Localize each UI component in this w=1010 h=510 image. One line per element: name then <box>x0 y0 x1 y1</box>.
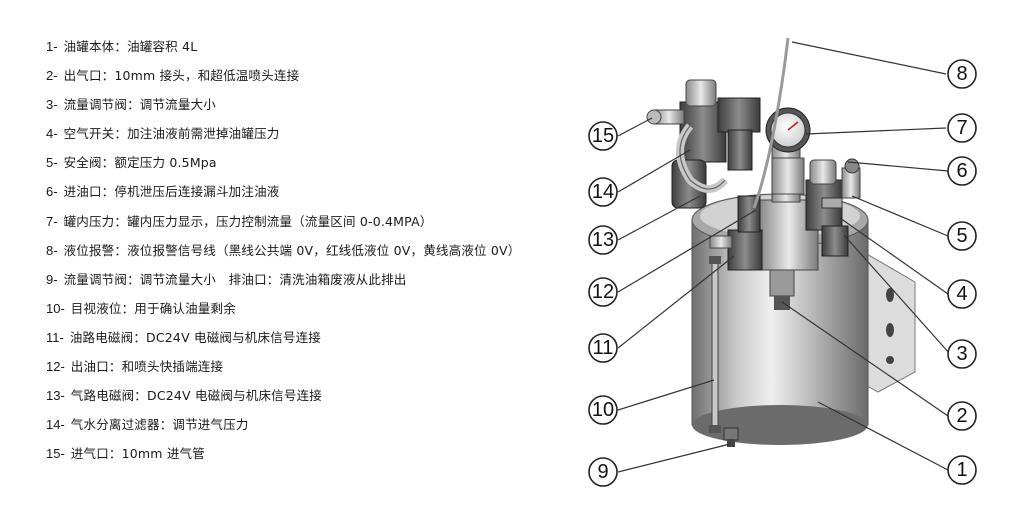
legend-text: 罐内压力：罐内压力显示，压力控制流量（流量区间 0-0.4MPA） <box>63 213 433 229</box>
legend-item-3: 3- 流量调节阀：调节流量大小 <box>46 94 586 123</box>
legend-text: 油路电磁阀：DC24V 电磁阀与机床信号连接 <box>69 329 322 345</box>
legend-item-14: 14- 气水分离过滤器：调节进气压力 <box>46 414 586 443</box>
legend-text: 出气口：10mm 接头，和超低温喷头连接 <box>63 68 300 84</box>
callout-8: 8 <box>947 59 977 89</box>
callout-12: 12 <box>588 277 618 307</box>
legend-list: 1- 油罐本体：油罐容积 4L 2- 出气口：10mm 接头，和超低温喷头连接 3-… <box>46 36 586 472</box>
legend-item-7: 7- 罐内压力：罐内压力显示，压力控制流量（流量区间 0-0.4MPA） <box>46 211 586 240</box>
svg-text:4: 4 <box>956 283 967 305</box>
legend-item-6: 6- 进油口：停机泄压后连接漏斗加注油液 <box>46 181 586 210</box>
svg-text:10: 10 <box>592 399 614 421</box>
legend-item-10: 10- 目视液位：用于确认油量剩余 <box>46 298 586 327</box>
legend-number: 8- <box>46 242 58 258</box>
callout-6: 6 <box>947 156 977 186</box>
svg-text:5: 5 <box>956 225 967 247</box>
legend-text: 安全阀：额定压力 0.5Mpa <box>63 155 217 171</box>
legend-text: 气水分离过滤器：调节进气压力 <box>70 417 249 433</box>
callout-2: 2 <box>947 401 977 431</box>
svg-text:14: 14 <box>592 181 614 203</box>
legend-number: 2- <box>46 68 58 84</box>
svg-text:2: 2 <box>956 405 967 427</box>
legend-item-4: 4- 空气开关：加注油液前需泄掉油罐压力 <box>46 123 586 152</box>
legend-number: 9- <box>46 271 58 287</box>
svg-text:7: 7 <box>956 117 967 139</box>
legend-text: 出油口：和喷头快插端连接 <box>70 359 224 375</box>
legend-text: 空气开关：加注油液前需泄掉油罐压力 <box>63 126 280 142</box>
leader-lines <box>617 41 951 473</box>
legend-number: 14- <box>46 417 65 433</box>
callout-4: 4 <box>947 279 977 309</box>
legend-number: 3- <box>46 97 58 113</box>
svg-text:1: 1 <box>956 459 967 481</box>
callout-11: 11 <box>588 333 618 363</box>
callout-15: 15 <box>588 121 618 151</box>
legend-item-11: 11- 油路电磁阀：DC24V 电磁阀与机床信号连接 <box>46 327 586 356</box>
callout-7: 7 <box>947 113 977 143</box>
callout-10: 10 <box>588 395 618 425</box>
legend-item-12: 12- 出油口：和喷头快插端连接 <box>46 356 586 385</box>
legend-number: 5- <box>46 155 58 171</box>
callout-9: 9 <box>588 457 618 487</box>
legend-number: 1- <box>46 39 58 54</box>
legend-number: 7- <box>46 213 58 229</box>
legend-item-13: 13- 气路电磁阀：DC24V 电磁阀与机床信号连接 <box>46 385 586 414</box>
svg-text:11: 11 <box>593 337 614 359</box>
legend-text: 流量调节阀：调节流量大小 <box>63 97 216 113</box>
sight-level-tube <box>709 256 721 433</box>
legend-item-2: 2- 出气口：10mm 接头，和超低温喷头连接 <box>46 65 586 94</box>
svg-text:8: 8 <box>956 63 967 85</box>
oil-tank-diagram: 1 2 3 4 5 6 7 8 9 10 11 12 13 14 15 <box>588 37 977 487</box>
mounting-bracket <box>859 249 916 393</box>
legend-text: 流量调节阀：调节流量大小 排油口：清洗油箱废液从此排出 <box>63 271 407 287</box>
drain-valve <box>723 427 739 447</box>
legend-item-15: 15- 进气口：10mm 进气管 <box>46 443 586 472</box>
legend-text: 进气口：10mm 进气管 <box>70 446 205 462</box>
legend-text: 油罐本体：油罐容积 4L <box>63 39 198 54</box>
legend-item-5: 5- 安全阀：额定压力 0.5Mpa <box>46 152 586 181</box>
legend-text: 气路电磁阀：DC24V 电磁阀与机床信号连接 <box>70 388 322 404</box>
svg-text:12: 12 <box>592 281 614 303</box>
svg-text:15: 15 <box>592 125 614 147</box>
legend-number: 12- <box>46 359 65 375</box>
legend-item-9: 9- 流量调节阀：调节流量大小 排油口：清洗油箱废液从此排出 <box>46 269 586 298</box>
callout-5: 5 <box>947 221 977 251</box>
legend-item-1: 1- 油罐本体：油罐容积 4L <box>46 36 586 65</box>
callout-13: 13 <box>588 225 618 255</box>
legend-number: 4- <box>46 126 58 142</box>
legend-number: 6- <box>46 184 58 200</box>
callout-14: 14 <box>588 177 618 207</box>
callout-1: 1 <box>947 455 977 485</box>
legend-number: 11- <box>46 329 64 345</box>
valve-assembly <box>646 37 861 310</box>
legend-number: 13- <box>46 388 65 404</box>
legend-number: 15- <box>46 446 65 462</box>
legend-item-8: 8- 液位报警：液位报警信号线（黑线公共端 0V，红线低液位 0V，黄线高液位 0… <box>46 240 586 269</box>
callout-3: 3 <box>947 339 977 369</box>
legend-text: 目视液位：用于确认油量剩余 <box>70 300 236 316</box>
legend-text: 液位报警：液位报警信号线（黑线公共端 0V，红线低液位 0V，黄线高液位 0V） <box>63 242 521 258</box>
svg-text:6: 6 <box>956 160 967 182</box>
svg-text:13: 13 <box>592 229 614 251</box>
svg-text:9: 9 <box>597 461 608 483</box>
svg-text:3: 3 <box>956 343 967 365</box>
legend-number: 10- <box>46 300 65 316</box>
legend-text: 进油口：停机泄压后连接漏斗加注油液 <box>63 184 280 200</box>
